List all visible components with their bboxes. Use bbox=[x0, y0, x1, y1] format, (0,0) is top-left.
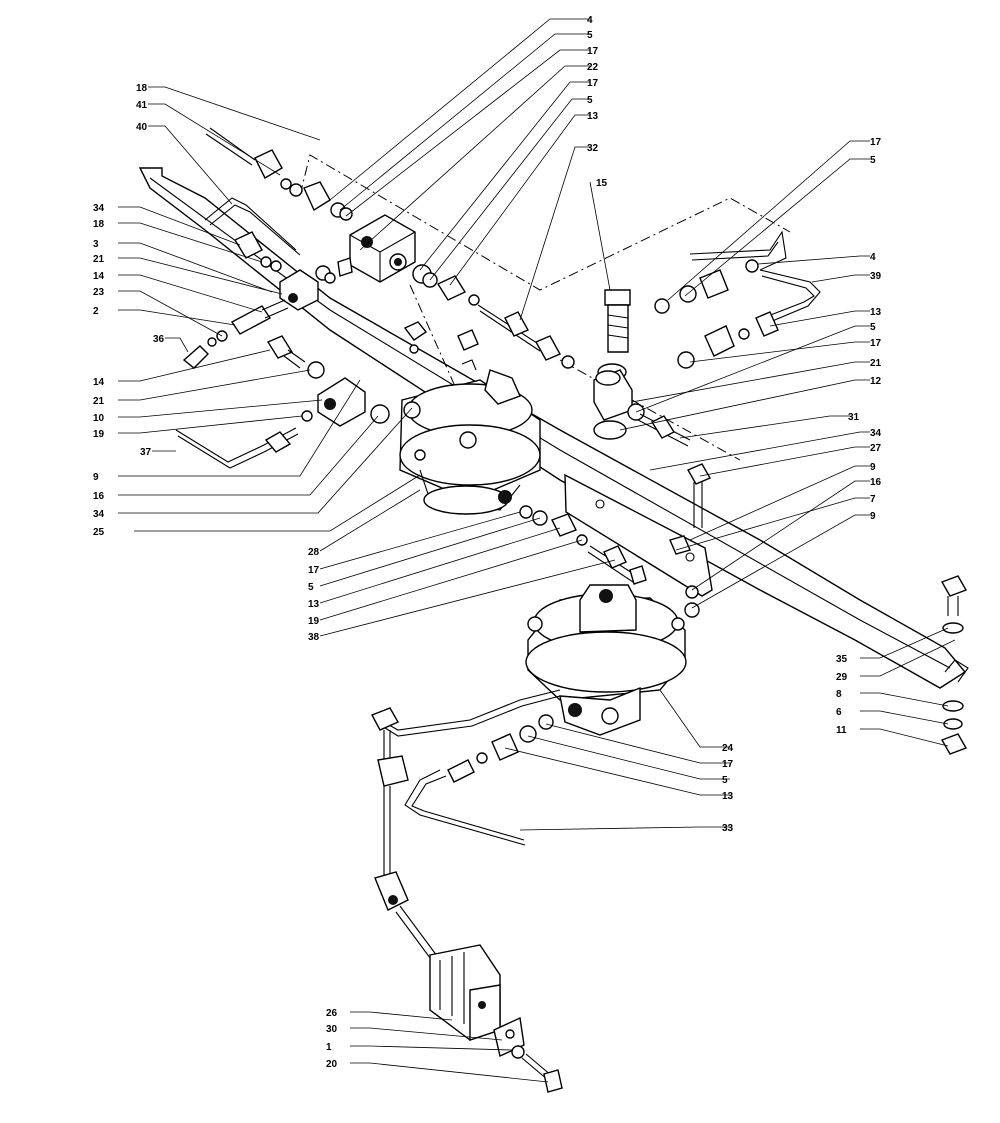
label-17: 17 bbox=[870, 137, 882, 148]
label-17: 17 bbox=[587, 46, 599, 57]
label-33: 33 bbox=[722, 823, 734, 834]
label-20: 20 bbox=[326, 1059, 338, 1070]
label-13: 13 bbox=[308, 599, 320, 610]
label-13: 13 bbox=[722, 791, 734, 802]
label-7: 7 bbox=[870, 494, 876, 505]
label-5: 5 bbox=[587, 95, 593, 106]
label-40: 40 bbox=[136, 122, 148, 133]
label-35: 35 bbox=[836, 654, 848, 665]
label-17: 17 bbox=[587, 78, 599, 89]
label-4: 4 bbox=[870, 252, 876, 263]
valve-upper bbox=[399, 369, 541, 515]
label-34: 34 bbox=[93, 509, 105, 520]
label-16: 16 bbox=[870, 477, 882, 488]
label-5: 5 bbox=[587, 30, 593, 41]
label-6: 6 bbox=[836, 707, 842, 718]
fittings-upper-center bbox=[412, 264, 575, 369]
label-26: 26 bbox=[326, 1008, 338, 1019]
lower-pipes bbox=[379, 689, 561, 846]
fittings-left-middle bbox=[175, 335, 390, 469]
label-34: 34 bbox=[870, 428, 882, 439]
label-31: 31 bbox=[848, 412, 860, 423]
label-5: 5 bbox=[722, 775, 728, 786]
label-5: 5 bbox=[870, 322, 876, 333]
label-32: 32 bbox=[587, 143, 599, 154]
label-19: 19 bbox=[308, 616, 320, 627]
label-22: 22 bbox=[587, 62, 599, 73]
label-3: 3 bbox=[93, 239, 99, 250]
label-21: 21 bbox=[93, 254, 105, 265]
washers-mid bbox=[403, 321, 479, 371]
label-8: 8 bbox=[836, 689, 842, 700]
label-2: 2 bbox=[93, 306, 99, 317]
label-18: 18 bbox=[136, 83, 148, 94]
sensor-linkage bbox=[371, 707, 563, 1093]
label-21: 21 bbox=[870, 358, 882, 369]
label-14: 14 bbox=[93, 377, 105, 388]
label-24: 24 bbox=[722, 743, 734, 754]
label-9: 9 bbox=[870, 462, 876, 473]
label-10: 10 bbox=[93, 413, 105, 424]
label-13: 13 bbox=[870, 307, 882, 318]
label-19: 19 bbox=[93, 429, 105, 440]
label-21: 21 bbox=[93, 396, 105, 407]
label-12: 12 bbox=[870, 376, 882, 387]
label-9: 9 bbox=[93, 472, 99, 483]
label-17: 17 bbox=[722, 759, 734, 770]
fittings-middle bbox=[519, 505, 647, 585]
mounting-bracket bbox=[564, 473, 713, 597]
label-17: 17 bbox=[870, 338, 882, 349]
label-29: 29 bbox=[836, 672, 848, 683]
label-38: 38 bbox=[308, 632, 320, 643]
label-1: 1 bbox=[326, 1042, 332, 1053]
bolts-right bbox=[669, 463, 968, 755]
label-13: 13 bbox=[587, 111, 599, 122]
label-37: 37 bbox=[140, 447, 152, 458]
label-15: 15 bbox=[596, 178, 608, 189]
tee-block-upper bbox=[337, 214, 416, 283]
label-39: 39 bbox=[870, 271, 882, 282]
banjo-assembly-right bbox=[593, 289, 691, 447]
label-5: 5 bbox=[308, 582, 314, 593]
label-34: 34 bbox=[93, 203, 105, 214]
valve-lower bbox=[525, 584, 687, 736]
fittings-right-upper bbox=[654, 230, 821, 369]
label-14: 14 bbox=[93, 271, 105, 282]
label-23: 23 bbox=[93, 287, 105, 298]
label-18: 18 bbox=[93, 219, 105, 230]
label-28: 28 bbox=[308, 547, 320, 558]
label-25: 25 bbox=[93, 527, 105, 538]
label-17: 17 bbox=[308, 565, 320, 576]
label-30: 30 bbox=[326, 1024, 338, 1035]
label-9: 9 bbox=[870, 511, 876, 522]
label-11: 11 bbox=[836, 725, 847, 736]
label-16: 16 bbox=[93, 491, 105, 502]
label-41: 41 bbox=[136, 100, 148, 111]
label-36: 36 bbox=[153, 334, 165, 345]
label-4: 4 bbox=[587, 15, 593, 26]
leader-lines bbox=[118, 18, 956, 1083]
part-number-labels: 4 5 17 22 17 5 13 32 15 18 41 40 34 18 3… bbox=[93, 15, 882, 1070]
label-27: 27 bbox=[870, 443, 882, 454]
label-5: 5 bbox=[870, 155, 876, 166]
